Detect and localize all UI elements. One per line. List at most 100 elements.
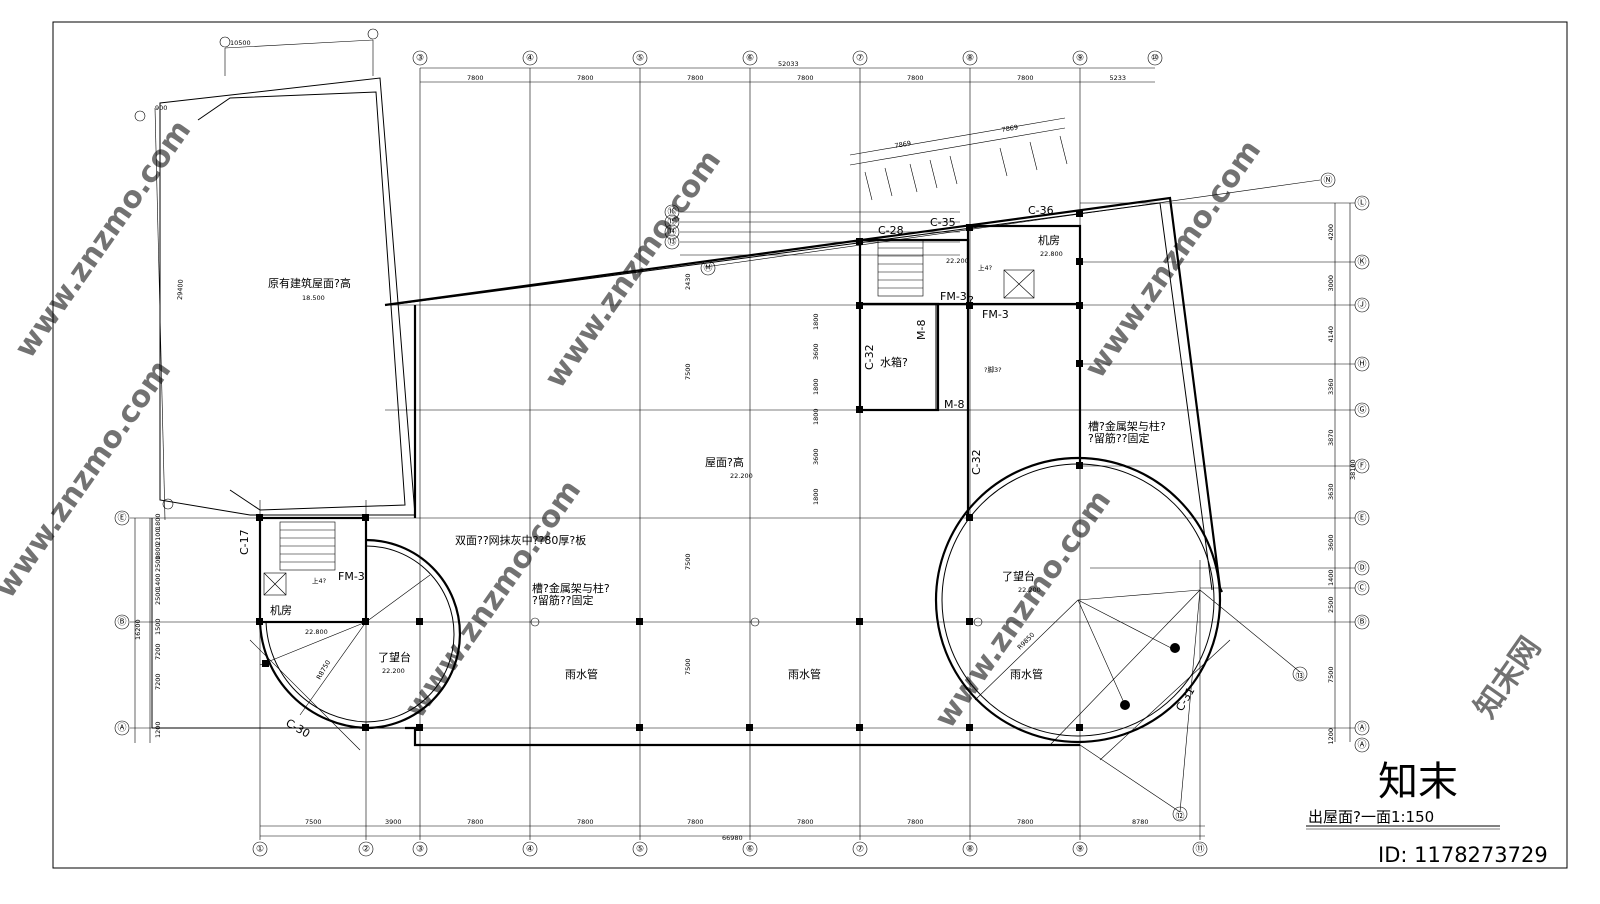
dim-label: 2430 [684,273,692,290]
grid-bubble-circle [852,841,868,857]
dim-total-bottom: 66980 [722,834,743,842]
grid-bubble-label: ⑦ [856,54,864,64]
window-tag: C-32 [970,449,983,475]
grid-bubble-label: ⑨ [1076,54,1084,64]
grid-bubble-label: Ⓛ [1357,198,1366,209]
dim-label: 7500 [684,553,692,570]
grid-bubble-label: ⑧ [966,54,974,64]
grid-bubble-circle [700,260,716,276]
dim-label: 2500 [154,588,162,605]
grid-bubble-circle [1354,356,1370,372]
grid-bubble-label: Ⓗ [1357,359,1366,370]
grid-bubble-circle [358,841,374,857]
dim-label: 7500 [684,658,692,675]
dim-label: 1800 [812,408,820,425]
dim-label: 7869 [894,139,912,150]
old-roof-label: 原有建筑屋面?高 [268,276,351,290]
dim-label: 1500 [154,618,162,635]
dim-label: 3360 [1327,378,1335,395]
grid-bubble-label: ① [256,845,264,855]
dim-total-right: 38100 [1349,459,1357,480]
grid-bubble-label: ⑪ [1195,844,1204,855]
grid-bubble-circle [1192,841,1208,857]
dim-label: 7500 [1327,666,1335,683]
dim-label: 1400 [1327,569,1335,586]
door-tag: M-8 [915,320,928,340]
grid-bubble-circle [664,224,680,240]
grid-bubble-label: Ⓕ [1357,461,1366,472]
radius-label: R8750 [315,659,332,681]
grid-bubble-label: ⑯ [667,207,676,218]
grid-bubble: ⑬ [1295,671,1304,682]
grid-bubble-label: ⑨ [1076,845,1084,855]
grid-bubble-circle [962,841,978,857]
grid-bubble-label: ④ [526,54,534,64]
grid-bubble-circle [114,614,130,630]
grid-bubble-label: ④ [526,845,534,855]
dim-label: 3630 [1327,483,1335,500]
dim-label: 7800 [467,818,484,826]
grid-bubble-circle [1354,195,1370,211]
grid-bubble-circle [252,841,268,857]
dim-label: 1800 [812,313,820,330]
grid-bubble-circle [742,50,758,66]
grid-bubble-circle [1354,297,1370,313]
dim-label: 7800 [577,74,594,82]
grid-bubble-label: ⑭ [667,227,676,238]
left-core-block: C-17 FM-3 机房 上4? 22.800 [238,516,368,636]
grid-bubble-circle [1354,254,1370,270]
dim-label: 1200 [154,721,162,738]
watermark-text: www.znzmo.com [538,144,728,395]
dim-label: 4140 [1327,326,1335,343]
dim-label: 1800 [154,543,162,560]
grid-bubble-label: ⑩ [1151,54,1159,64]
window-tag: C-36 [1028,204,1054,217]
roof-elevation: 22.200 [730,472,753,480]
grid-bubble-label: Ⓔ [117,513,126,524]
dim-label: 3000 [1327,275,1335,292]
right-dimensions: 4200300041403360387036303600140025007500… [1327,224,1335,745]
grid-bubble-label: Ⓐ [1357,723,1366,734]
dim-label: 2500 [154,555,162,572]
grid-bubble-circle [1354,580,1370,596]
dim-label: 7800 [687,74,704,82]
dim-label: 1800 [812,378,820,395]
note-glass: 双面??网抹灰中??80厚?板 [455,533,586,547]
watermark-text: www.znzmo.com [1078,134,1268,385]
grid-bubble: ⑫ [1175,811,1184,822]
watermark-text: 知末网 [1468,631,1548,725]
drawing-frame [52,21,1568,869]
dim-label: 10500 [230,39,251,47]
window-tag: C-35 [930,216,956,229]
watermark-text: www.znzmo.com [928,484,1118,735]
grid-bubble-label: Ⓚ [1357,257,1366,268]
rain-pipe-label: 雨水管 [565,667,598,681]
grid-bubble-circle [412,841,428,857]
grid-bubble-circle [1354,737,1370,753]
drawing-title-text: 出屋面?一面1:150 [1308,808,1434,826]
grid-bubble-circle [1072,841,1088,857]
dim-label: 7500 [305,818,322,826]
dim-label: 3870 [1327,429,1335,446]
roof-elevation-small: 22.200 [946,257,969,265]
dim-label: 7800 [1017,818,1034,826]
dim-label: 1400 [154,573,162,590]
grid-bubble-circle [632,50,648,66]
dim-label: 8780 [1132,818,1149,826]
watermark-text: www.znzmo.com [8,114,198,365]
dim-label: 1200 [1327,728,1335,745]
grid-bubble-circle [522,50,538,66]
image-id: ID: 1178273729 [1378,843,1548,867]
dim-label: 29400 [176,279,185,300]
skew-axis: Ⓝ [680,172,1336,268]
dim-label: 7800 [1017,74,1034,82]
dim-label: 7200 [154,643,162,660]
grid-bubble-label: Ⓒ [1357,583,1366,594]
dim-label: 7800 [907,74,924,82]
grid-bubble-circle [1354,560,1370,576]
machine-elevation: 22.800 [305,628,328,636]
